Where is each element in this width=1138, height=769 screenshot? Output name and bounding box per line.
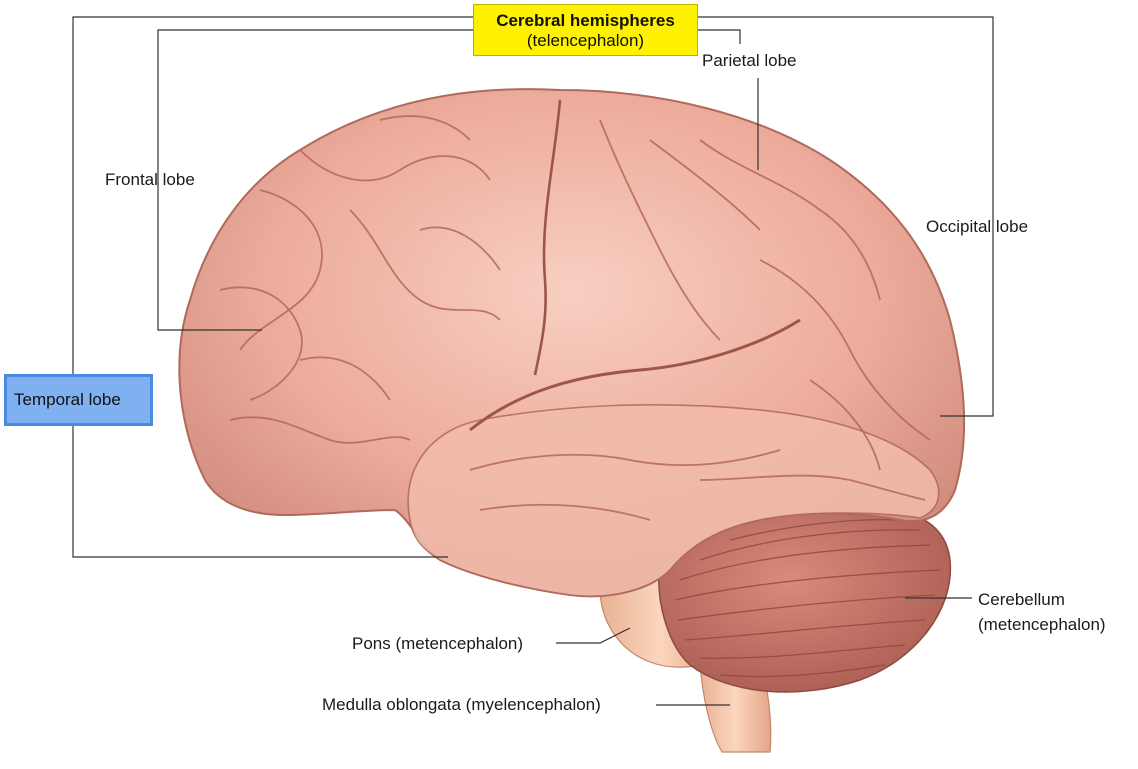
frontal-leader-line bbox=[157, 29, 560, 331]
cerebellum-sub-label: (metencephalon) bbox=[978, 615, 1106, 634]
cerebellum-folia bbox=[674, 519, 941, 678]
cerebral-hemispheres-title: Cerebral hemispheres bbox=[496, 11, 675, 30]
parietal-lobe-label: Parietal lobe bbox=[702, 51, 797, 70]
pons-label: Pons (metencephalon) bbox=[352, 634, 524, 653]
temporal-lobe-shape bbox=[407, 403, 940, 598]
hemispheres-bracket-line-right bbox=[698, 16, 994, 417]
cerebellum-label: Cerebellum bbox=[978, 590, 1065, 609]
medulla-label: Medulla oblongata (myelencephalon) bbox=[322, 695, 601, 714]
central-sulcus bbox=[533, 99, 562, 376]
cerebral-sulci bbox=[219, 115, 931, 521]
leader-lines bbox=[72, 16, 994, 706]
occipital-lobe-label: Occipital lobe bbox=[926, 217, 1029, 236]
cerebral-hemispheres-label: Cerebral hemispheres (telencephalon) bbox=[473, 4, 698, 56]
telencephalon-subtitle: (telencephalon) bbox=[526, 31, 645, 50]
temporal-lobe-label: Temporal lobe bbox=[4, 374, 153, 426]
lateral-sulcus bbox=[469, 318, 801, 432]
frontal-lobe-label: Frontal lobe bbox=[105, 170, 195, 189]
hemispheres-bracket-line bbox=[72, 16, 473, 558]
pons-leader-line bbox=[556, 627, 631, 644]
